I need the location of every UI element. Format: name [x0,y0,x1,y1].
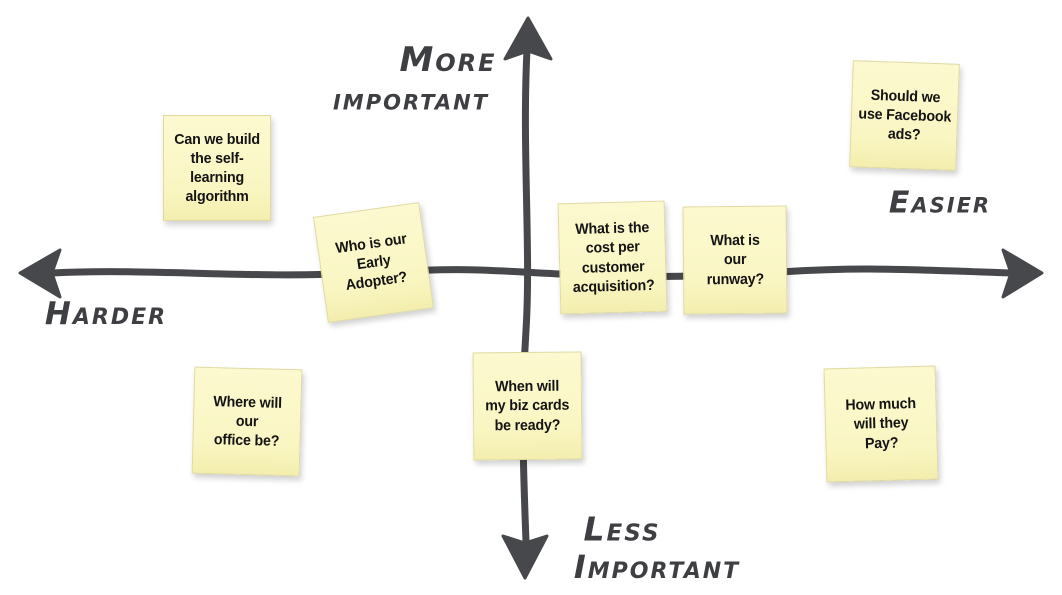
right-arrowhead-icon [1001,248,1044,299]
sticky-note-runway[interactable]: What is our runway? [682,205,788,315]
axis-label-easier: Easier [888,185,992,221]
sticky-note-biz-cards[interactable]: When will my biz cards be ready? [472,351,583,461]
down-arrowhead-icon [501,534,549,580]
axis-label-important-bottom: Important [573,548,741,586]
sticky-note-office-location[interactable]: Where will our office be? [191,366,303,477]
note-text: Can we build the self- learning algorith… [174,130,260,206]
note-text: Where will our office be? [213,392,283,450]
sticky-note-self-learning-algorithm[interactable]: Can we build the self- learning algorith… [163,115,271,221]
left-arrowhead-icon [18,248,62,299]
vertical-axis-line [519,46,532,546]
note-text: What is our runway? [706,232,764,288]
note-text: Who is our Early Adopter? [334,229,408,295]
axis-label-less: Less [583,509,661,549]
note-text: What is the cost per customer acquisitio… [572,219,655,296]
sticky-note-early-adopter[interactable]: Who is our Early Adopter? [313,202,434,323]
sticky-note-how-much-pay[interactable]: How much will they Pay? [823,365,939,483]
axis-label-harder: Harder [44,296,168,332]
note-text: Should we use Facebook ads? [857,86,952,144]
note-text: How much will they Pay? [845,395,916,453]
axis-label-more: More [399,40,497,80]
note-text: When will my biz cards be ready? [485,377,570,434]
horizontal-axis-line [48,265,1016,280]
axis-label-important-top: important [332,82,490,118]
sticky-note-facebook-ads[interactable]: Should we use Facebook ads? [849,60,960,171]
sticky-note-cost-per-customer-acquisition[interactable]: What is the cost per customer acquisitio… [557,200,668,315]
up-arrowhead-icon [503,16,553,61]
